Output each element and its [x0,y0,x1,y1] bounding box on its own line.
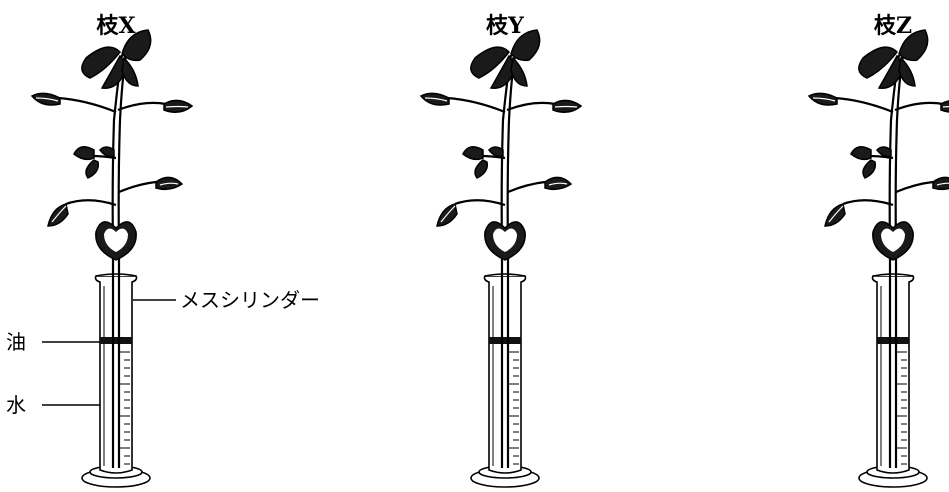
label-oil: 油 [6,330,26,354]
title-branch-z: 枝Z [874,13,912,39]
label-cylinder: メスシリンダー [180,288,320,312]
setup-y [419,28,583,489]
label-water: 水 [6,393,26,417]
title-branch-x: 枝X [96,13,136,39]
setup-z [807,28,949,489]
title-branch-y: 枝Y [486,13,524,39]
setup-x [30,28,194,489]
